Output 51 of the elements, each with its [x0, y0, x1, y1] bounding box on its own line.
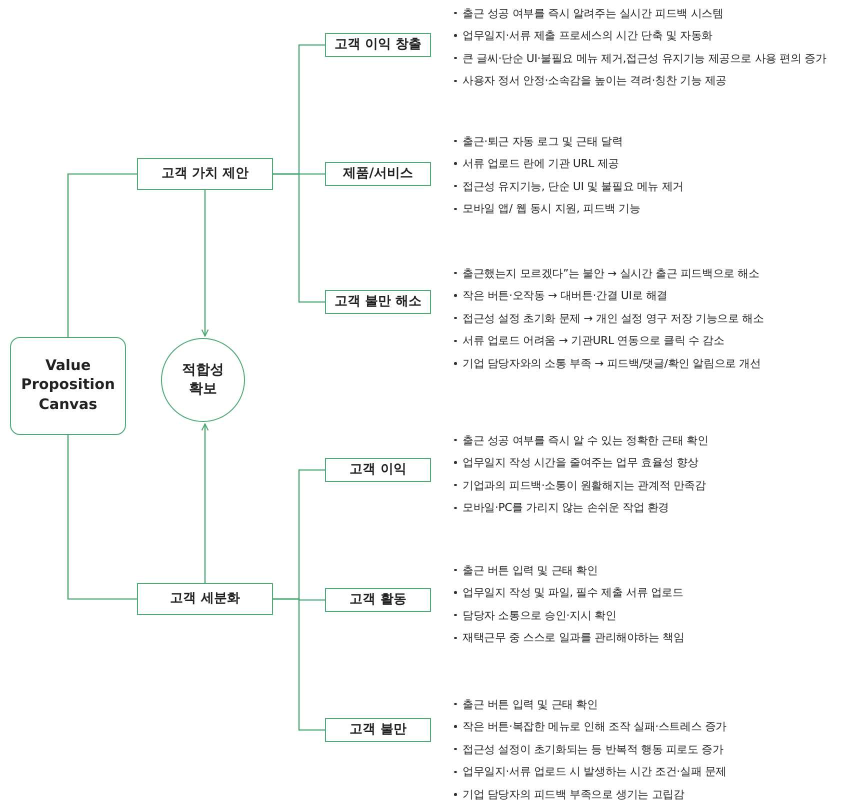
bullet-text: 업무일지 작성 시간을 줄여주는 업무 효율성 향상: [462, 455, 698, 470]
bullet-text: 큰 글씨·단순 UI·불필요 메뉴 제거,접근성 유지기능 제공으로 사용 편의 증가: [462, 50, 826, 66]
box-label: 고객 가치 제안: [161, 165, 249, 183]
item-box: [325, 290, 431, 314]
box-label: 제품/서비스: [343, 165, 413, 183]
bullet-text: 작은 버튼·오작동 → 대버튼·간결 UI로 해결: [462, 288, 668, 304]
bullet-text: 접근성 설정 초기화 문제 → 개인 설정 영구 저장 기능으로 해소: [462, 310, 764, 326]
box-label: 고객 불만: [350, 721, 406, 739]
bullet-text: 업무일지·서류 제출 프로세스의 시간 단축 및 자동화: [462, 28, 712, 44]
connector-line: [273, 598, 325, 731]
box-label: 고객 세분화: [170, 590, 240, 608]
bullet-text: 기업 담당자의 피드백 부족으로 생기는 고립감: [462, 786, 684, 801]
canvas-box: [10, 337, 126, 435]
bullet-text: 출근했는지 모르겠다”는 불안 → 실시간 출근 피드백으로 해소: [462, 266, 760, 280]
bullet-text: 출근 성공 여부를 즉시 알 수 있는 정확한 근태 확인: [462, 432, 708, 448]
arrow: [201, 423, 209, 583]
category-box: [137, 158, 273, 190]
bullet-text: 담당자 소통으로 승인·지시 확인: [462, 608, 616, 623]
bullet-text: 출근 버튼 입력 및 근태 확인: [462, 562, 598, 578]
bullet-text: 출근 버튼 입력 및 근태 확인: [462, 696, 598, 712]
connector-line: [273, 173, 325, 303]
item-box: [325, 162, 431, 186]
box-label: 고객 이익 창출: [334, 36, 422, 54]
bullet-text: 출근·퇴근 자동 로그 및 근태 달력: [462, 134, 623, 148]
bullet-text: 모바일 앱/ 웹 동시 지원, 피드백 기능: [462, 201, 640, 216]
bullet-text: 모바일·PC를 가리지 않는 손쉬운 작업 환경: [462, 500, 669, 516]
item-box: [325, 458, 431, 482]
box-label: 적합성 확보: [181, 361, 225, 399]
box-label: 고객 이익: [350, 461, 406, 479]
bullet-text: 기업과의 피드백·소통이 원활해지는 관계적 만족감: [462, 478, 706, 493]
bullet-text: 출근 성공 여부를 즉시 알려주는 실시간 피드백 시스템: [462, 6, 724, 20]
connector-line: [67, 435, 137, 600]
box-label: 고객 불만 해소: [334, 293, 422, 311]
item-box: [325, 718, 431, 742]
connector-line: [67, 173, 137, 337]
bullet-text: 작은 버튼·복잡한 메뉴로 인해 조작 실패·스트레스 증가: [462, 719, 726, 734]
bullet-text: 서류 업로드 란에 기관 URL 제공: [462, 156, 620, 172]
item-box: [325, 588, 431, 612]
bullet-text: 서류 업로드 어려움 → 기관URL 연동으로 클릭 수 감소: [462, 333, 724, 348]
box-label: Value Proposition Canvas: [20, 356, 116, 415]
bullet-text: 업무일지·서류 업로드 시 발생하는 시간 조건·실패 문제: [462, 764, 726, 780]
bullet-text: 접근성 유지기능, 단순 UI 및 불필요 메뉴 제거: [462, 178, 684, 194]
arrow: [201, 190, 209, 337]
item-box: [325, 33, 431, 57]
box-label: 고객 활동: [350, 591, 406, 609]
category-box: [137, 583, 273, 615]
bullet-text: 접근성 설정이 초기화되는 등 반복적 행동 피로도 증가: [462, 742, 724, 757]
bullet-text: 재택근무 중 스스로 일과를 관리해야하는 책임: [462, 630, 684, 646]
bullet-text: 기업 담당자와의 소통 부족 → 피드백/댓글/확인 알림으로 개선: [462, 356, 761, 371]
bullet-text: 업무일지 작성 및 파일, 필수 제출 서류 업로드: [462, 585, 684, 600]
bullet-text: 사용자 정서 안정·소속감을 높이는 격려·칭찬 기능 제공: [462, 73, 726, 88]
